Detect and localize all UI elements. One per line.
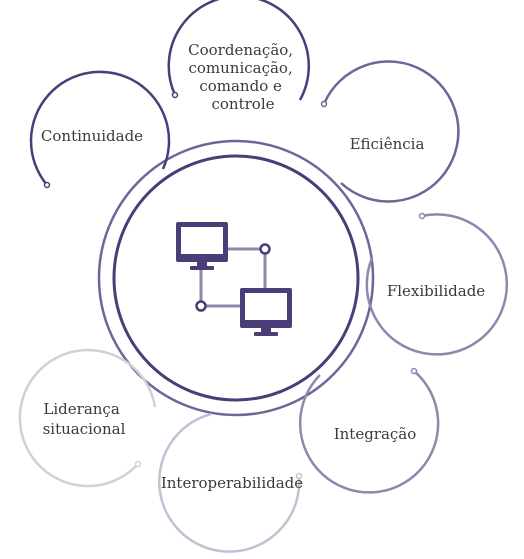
node-continuidade-label: Continuidade — [41, 127, 143, 145]
node-eficiencia-label: Eficiência — [350, 135, 425, 153]
node-continuidade-end-dot — [43, 181, 51, 189]
node-integracao-arc — [298, 370, 440, 494]
node-interoperabilidade-label: Interoperabilidade — [161, 474, 303, 492]
node-eficiencia-end-dot — [320, 100, 328, 108]
node-integracao-label: Integração — [334, 425, 417, 443]
node-lideranca-arc — [18, 348, 157, 488]
node-integracao: Integração — [298, 367, 440, 494]
node-lideranca: Liderança situacional — [18, 348, 157, 488]
node-coordenacao-end-dot — [171, 91, 179, 99]
center-inner-ring — [112, 154, 360, 402]
center-outer-ring — [97, 139, 375, 417]
node-continuidade-arc — [29, 70, 171, 186]
node-eficiencia: Eficiência — [320, 60, 460, 203]
node-interoperabilidade: Interoperabilidade — [158, 412, 303, 553]
node-integracao-end-dot — [410, 367, 418, 375]
node-interoperabilidade-end-dot — [295, 472, 303, 480]
node-flexibilidade-end-dot — [418, 212, 426, 220]
node-flexibilidade-arc — [365, 213, 509, 356]
node-lideranca-label: Liderança situacional — [43, 400, 126, 438]
node-coordenacao-arc — [167, 0, 311, 101]
node-interoperabilidade-arc — [158, 412, 301, 553]
node-flexibilidade-label: Flexibilidade — [387, 282, 485, 300]
node-coordenacao: Coordenação, comunicação, comando e cont… — [167, 0, 311, 113]
networked-computers-icon — [176, 222, 292, 336]
node-lideranca-end-dot — [134, 460, 142, 468]
node-continuidade: Continuidade — [29, 70, 171, 189]
node-coordenacao-label: Coordenação, comunicação, comando e cont… — [188, 41, 298, 113]
node-flexibilidade: Flexibilidade — [365, 212, 509, 356]
node-eficiencia-arc — [322, 60, 460, 203]
